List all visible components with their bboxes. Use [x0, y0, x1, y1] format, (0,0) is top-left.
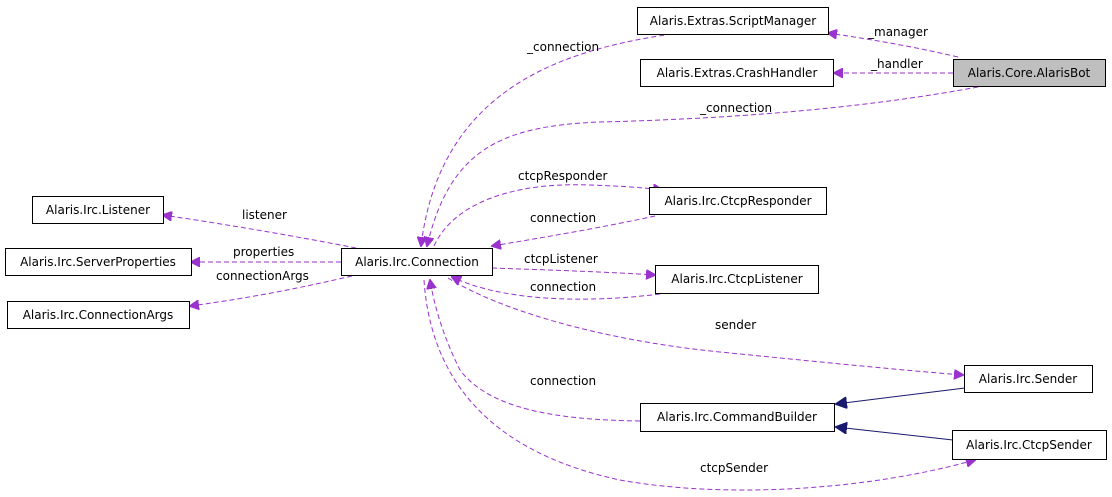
edge-label-connection-args: connectionArgs — [216, 269, 309, 283]
edge-connection-to-ctcp-listener — [491, 267, 655, 275]
node-server-properties[interactable]: Alaris.Irc.ServerProperties — [5, 248, 192, 276]
edge-label-properties: properties — [233, 245, 294, 259]
node-connection-args[interactable]: Alaris.Irc.ConnectionArgs — [7, 301, 190, 329]
node-label-command-builder: Alaris.Irc.CommandBuilder — [657, 410, 817, 424]
edge-labels: _manager _handler _connection _connectio… — [216, 25, 928, 475]
edge-label-builder-connection: connection — [530, 374, 596, 388]
edge-sender-inherits-command-builder — [836, 387, 966, 404]
node-command-builder[interactable]: Alaris.Irc.CommandBuilder — [640, 403, 835, 432]
edge-ctcp-sender-inherits-command-builder — [836, 427, 954, 441]
edge-label-bot-connection: _connection — [699, 101, 772, 115]
node-label-crash-handler: Alaris.Extras.CrashHandler — [657, 66, 818, 80]
edge-label-listener: listener — [242, 208, 287, 222]
node-label-ctcp-responder: Alaris.Irc.CtcpResponder — [664, 194, 811, 208]
node-label-ctcp-sender: Alaris.Irc.CtcpSender — [966, 438, 1092, 452]
edge-command-builder-to-connection — [430, 280, 641, 422]
node-connection[interactable]: Alaris.Irc.Connection — [341, 248, 493, 276]
edge-ctcp-responder-to-connection — [492, 215, 656, 246]
node-alaris-bot[interactable]: Alaris.Core.AlarisBot — [953, 59, 1106, 87]
node-label-connection-args: Alaris.Irc.ConnectionArgs — [23, 308, 174, 322]
edge-bot-to-script-manager — [828, 33, 959, 58]
edge-label-listener-connection: connection — [530, 280, 596, 294]
node-label-connection: Alaris.Irc.Connection — [355, 255, 479, 269]
edge-label-ctcp-sender: ctcpSender — [700, 461, 768, 475]
edge-label-handler: _handler — [870, 57, 923, 71]
node-label-server-properties: Alaris.Irc.ServerProperties — [20, 255, 176, 269]
edge-label-responder-connection: connection — [530, 211, 596, 225]
edge-bot-to-connection — [427, 86, 979, 246]
edge-connection-to-ctcp-sender — [423, 279, 975, 491]
node-label-script-manager: Alaris.Extras.ScriptManager — [650, 14, 816, 28]
node-label-alaris-bot: Alaris.Core.AlarisBot — [968, 66, 1091, 80]
node-ctcp-responder[interactable]: Alaris.Irc.CtcpResponder — [649, 187, 827, 215]
edge-label-script-connection: _connection — [526, 40, 599, 54]
edge-connection-to-ctcp-responder — [433, 185, 662, 247]
edge-label-manager: _manager — [867, 25, 928, 39]
node-script-manager[interactable]: Alaris.Extras.ScriptManager — [637, 7, 829, 35]
node-label-ctcp-listener: Alaris.Irc.CtcpListener — [671, 272, 802, 286]
edge-label-sender: sender — [715, 318, 756, 332]
node-label-sender: Alaris.Irc.Sender — [979, 372, 1077, 386]
edge-connection-to-connection-args — [190, 275, 353, 306]
node-ctcp-sender[interactable]: Alaris.Irc.CtcpSender — [952, 430, 1107, 460]
node-ctcp-listener[interactable]: Alaris.Irc.CtcpListener — [655, 265, 819, 294]
edge-ctcp-listener-to-connection — [452, 277, 661, 300]
node-sender[interactable]: Alaris.Irc.Sender — [964, 365, 1093, 393]
edge-label-ctcp-responder: ctcpResponder — [518, 169, 608, 183]
edge-script-manager-to-connection — [421, 33, 673, 246]
node-listener[interactable]: Alaris.Irc.Listener — [32, 196, 164, 224]
edge-label-ctcp-listener: ctcpListener — [524, 252, 598, 266]
edge-connection-to-listener — [163, 215, 357, 249]
node-crash-handler[interactable]: Alaris.Extras.CrashHandler — [640, 59, 834, 87]
edges — [163, 33, 979, 491]
nodes: Alaris.Extras.ScriptManager Alaris.Extra… — [5, 7, 1107, 460]
edge-connection-to-sender — [447, 277, 963, 375]
node-label-listener: Alaris.Irc.Listener — [46, 203, 150, 217]
